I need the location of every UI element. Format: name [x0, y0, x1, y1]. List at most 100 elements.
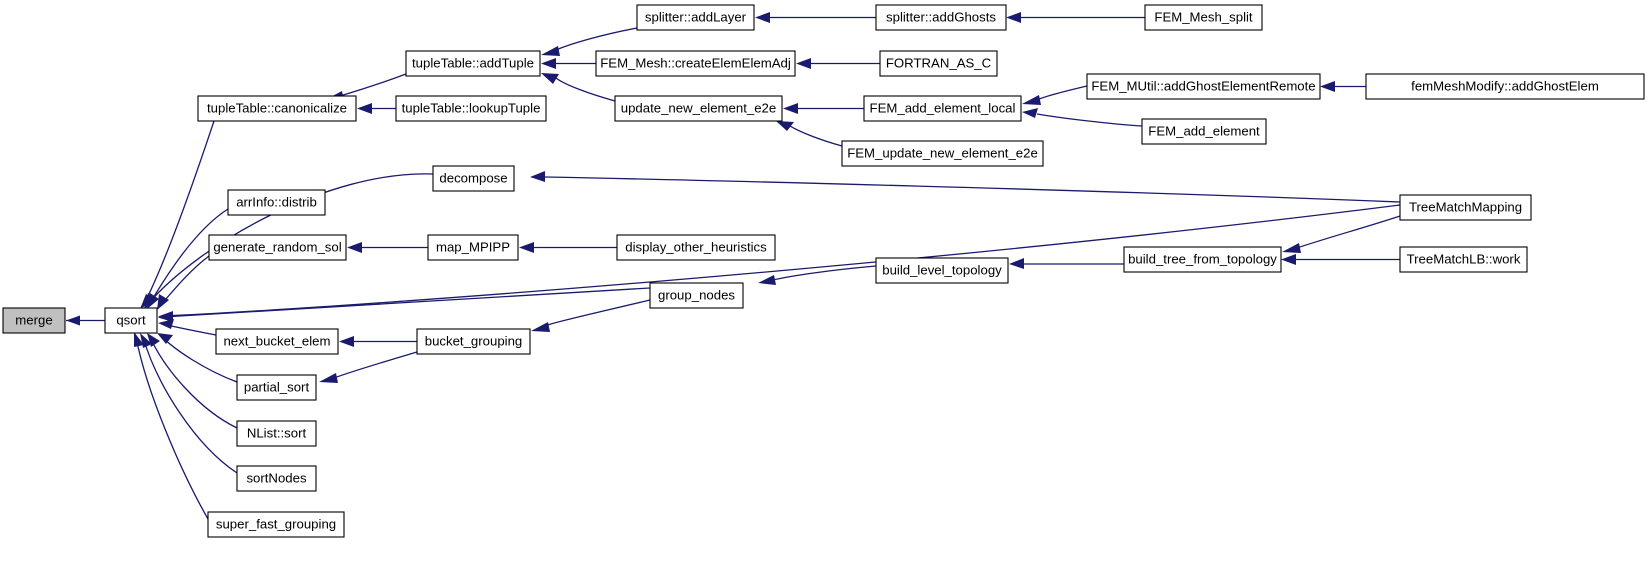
- arrowhead-icon: [1320, 81, 1335, 92]
- node-label: splitter::addLayer: [645, 9, 747, 24]
- node-label: arrInfo::distrib: [236, 194, 317, 209]
- edge-TreeMatchMapping-to-build_tree_from_topology: [1282, 215, 1401, 253]
- node-box[interactable]: [1123, 246, 1282, 273]
- node-build_level_topology[interactable]: build_level_topology: [875, 257, 1009, 284]
- node-update_new_element_e2e[interactable]: update_new_element_e2e: [614, 95, 783, 122]
- edge-generate_random_sol-to-qsort: [157, 255, 210, 310]
- node-box[interactable]: [405, 50, 541, 77]
- edge-partial_sort-to-qsort: [157, 333, 238, 383]
- arrowhead-icon: [1281, 254, 1296, 265]
- arrowhead-icon: [755, 12, 770, 23]
- node-group_nodes[interactable]: group_nodes: [649, 282, 744, 309]
- node-box[interactable]: [614, 95, 783, 122]
- node-box[interactable]: [636, 4, 755, 31]
- node-generate_random_sol[interactable]: generate_random_sol: [208, 234, 347, 261]
- edge-line: [339, 73, 407, 97]
- node-FEM_Mesh_split[interactable]: FEM_Mesh_split: [1144, 4, 1263, 31]
- node-display_other_heuristics[interactable]: display_other_heuristics: [616, 234, 776, 261]
- node-FEM_add_element_local[interactable]: FEM_add_element_local: [863, 95, 1022, 122]
- node-box[interactable]: [236, 420, 317, 447]
- node-box[interactable]: [395, 95, 547, 122]
- node-FEM_MUtil_addGhostElementRemote[interactable]: FEM_MUtil::addGhostElementRemote: [1086, 73, 1321, 100]
- node-label: decompose: [439, 170, 507, 185]
- node-label: map_MPIPP: [436, 239, 510, 254]
- node-box[interactable]: [863, 95, 1022, 122]
- node-box[interactable]: [875, 4, 1007, 31]
- node-box[interactable]: [208, 234, 347, 261]
- node-sortNodes[interactable]: sortNodes: [236, 465, 317, 492]
- node-box[interactable]: [875, 257, 1009, 284]
- node-TreeMatchMapping[interactable]: TreeMatchMapping: [1399, 194, 1532, 221]
- node-box[interactable]: [427, 234, 519, 261]
- node-box[interactable]: [215, 328, 339, 355]
- node-box[interactable]: [207, 511, 345, 538]
- node-box[interactable]: [1086, 73, 1321, 100]
- node-box[interactable]: [1399, 194, 1532, 221]
- edge-update_new_element_e2e-to-tupleTable_addTuple: [541, 73, 616, 102]
- edge-FEM_add_element_local-to-update_new_element_e2e: [783, 103, 864, 114]
- node-box[interactable]: [227, 189, 326, 216]
- node-map_MPIPP[interactable]: map_MPIPP: [427, 234, 519, 261]
- node-box[interactable]: [616, 234, 776, 261]
- edge-bucket_grouping-to-partial_sort: [319, 351, 418, 383]
- edge-FEM_Mesh_createElemElemAdj-to-tupleTable_addTuple: [541, 58, 596, 69]
- node-qsort[interactable]: qsort: [104, 307, 158, 334]
- node-FORTRAN_AS_C[interactable]: FORTRAN_AS_C: [879, 50, 998, 77]
- node-FEM_update_new_element_e2e[interactable]: FEM_update_new_element_e2e: [841, 140, 1044, 167]
- edge-line: [149, 336, 238, 429]
- node-label: qsort: [116, 312, 146, 327]
- node-box[interactable]: [432, 165, 515, 192]
- node-label: build_tree_from_topology: [1128, 251, 1277, 266]
- node-NList_sort[interactable]: NList::sort: [236, 420, 317, 447]
- node-splitter_addLayer[interactable]: splitter::addLayer: [636, 4, 755, 31]
- node-box[interactable]: [1399, 246, 1528, 273]
- edge-map_MPIPP-to-generate_random_sol: [347, 242, 428, 253]
- node-partial_sort[interactable]: partial_sort: [236, 374, 317, 401]
- edge-display_other_heuristics-to-map_MPIPP: [519, 242, 617, 253]
- node-tupleTable_lookupTuple[interactable]: tupleTable::lookupTuple: [395, 95, 547, 122]
- node-label: FEM_Mesh_split: [1154, 9, 1253, 24]
- node-decompose[interactable]: decompose: [432, 165, 515, 192]
- node-label: FEM_add_element: [1148, 123, 1260, 138]
- node-box[interactable]: [649, 282, 744, 309]
- edge-next_bucket_elem-to-qsort: [158, 319, 217, 336]
- node-super_fast_grouping[interactable]: super_fast_grouping: [207, 511, 345, 538]
- node-tupleTable_canonicalize[interactable]: tupleTable::canonicalize: [197, 95, 357, 122]
- node-build_tree_from_topology[interactable]: build_tree_from_topology: [1123, 246, 1282, 273]
- node-box[interactable]: [1365, 73, 1645, 100]
- node-box[interactable]: [236, 465, 317, 492]
- node-box[interactable]: [236, 374, 317, 401]
- node-box[interactable]: [416, 328, 531, 355]
- node-bucket_grouping[interactable]: bucket_grouping: [416, 328, 531, 355]
- node-FEM_add_element[interactable]: FEM_add_element: [1141, 118, 1267, 145]
- node-merge[interactable]: merge: [2, 307, 66, 334]
- node-splitter_addGhosts[interactable]: splitter::addGhosts: [875, 4, 1007, 31]
- node-box[interactable]: [1141, 118, 1267, 145]
- edge-line: [135, 336, 209, 520]
- node-TreeMatchLB_work[interactable]: TreeMatchLB::work: [1399, 246, 1528, 273]
- arrowhead-icon: [796, 58, 811, 69]
- node-FEM_Mesh_createElemElemAdj[interactable]: FEM_Mesh::createElemElemAdj: [595, 50, 796, 77]
- edge-arrInfo_distrib-to-qsort: [147, 208, 229, 309]
- edge-line: [772, 265, 877, 281]
- node-box[interactable]: [197, 95, 357, 122]
- arrowhead-icon: [319, 373, 338, 383]
- node-box[interactable]: [104, 307, 158, 334]
- node-label: display_other_heuristics: [625, 239, 767, 254]
- node-box[interactable]: [841, 140, 1044, 167]
- node-next_bucket_elem[interactable]: next_bucket_elem: [215, 328, 339, 355]
- node-femMeshModify_addGhostElem[interactable]: femMeshModify::addGhostElem: [1365, 73, 1645, 100]
- node-label: build_level_topology: [882, 262, 1002, 277]
- node-box[interactable]: [2, 307, 66, 334]
- node-box[interactable]: [595, 50, 796, 77]
- node-tupleTable_addTuple[interactable]: tupleTable::addTuple: [405, 50, 541, 77]
- node-arrInfo_distrib[interactable]: arrInfo::distrib: [227, 189, 326, 216]
- node-box[interactable]: [1144, 4, 1263, 31]
- node-label: splitter::addGhosts: [886, 9, 996, 24]
- edge-line: [555, 27, 638, 51]
- arrowhead-icon: [519, 242, 534, 253]
- arrowhead-icon: [531, 322, 550, 332]
- node-box[interactable]: [879, 50, 998, 77]
